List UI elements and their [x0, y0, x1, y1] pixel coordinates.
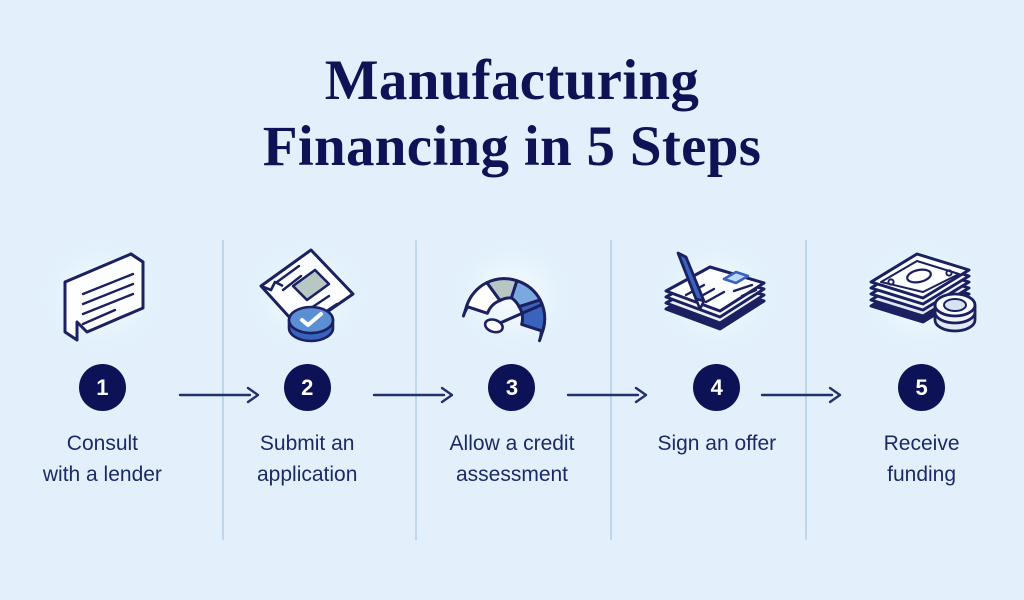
arrow-2-to-3 — [372, 386, 454, 404]
step-4-number: 4 — [693, 364, 741, 411]
arrow-4-to-5 — [760, 386, 842, 404]
title-line-2: Financing in 5 Steps — [262, 115, 762, 178]
divider-1 — [222, 240, 224, 540]
step-3-icon-wrap — [437, 228, 586, 364]
cash-stack-icon — [869, 252, 976, 333]
step-4-label: Sign an offer — [657, 432, 777, 455]
step-1-icon-wrap — [28, 228, 177, 364]
step-2-icon-wrap — [233, 228, 382, 364]
arrow-1-to-2 — [178, 386, 260, 404]
step-5[interactable]: 5 Receive funding — [819, 228, 1024, 546]
step-4-icon-wrap — [642, 228, 791, 364]
step-1-label: Consult with a lender — [42, 432, 162, 486]
credit-gauge-icon — [461, 277, 547, 343]
title-line-1: Manufacturing — [324, 49, 700, 112]
speech-bubble-icon — [63, 252, 145, 342]
step-5-label: Receive funding — [883, 432, 960, 486]
divider-3 — [610, 240, 612, 540]
divider-2 — [415, 240, 417, 540]
step-2-label: Submit an application — [256, 432, 358, 486]
page-title: Manufacturing Financing in 5 Steps — [0, 48, 1024, 180]
step-5-icon-wrap — [847, 228, 996, 364]
step-1-number: 1 — [78, 364, 126, 411]
step-5-number: 5 — [898, 364, 946, 411]
document-check-icon — [259, 248, 355, 343]
divider-4 — [805, 240, 807, 540]
arrow-3-to-4 — [566, 386, 648, 404]
step-3-number: 3 — [488, 364, 536, 411]
pen-signing-document-icon — [664, 251, 766, 331]
step-3-label: Allow a credit assessment — [449, 432, 575, 486]
step-1[interactable]: 1 Consult with a lender — [0, 228, 205, 546]
step-2-number: 2 — [283, 364, 331, 411]
steps-row: 1 Consult with a lender — [0, 228, 1024, 546]
